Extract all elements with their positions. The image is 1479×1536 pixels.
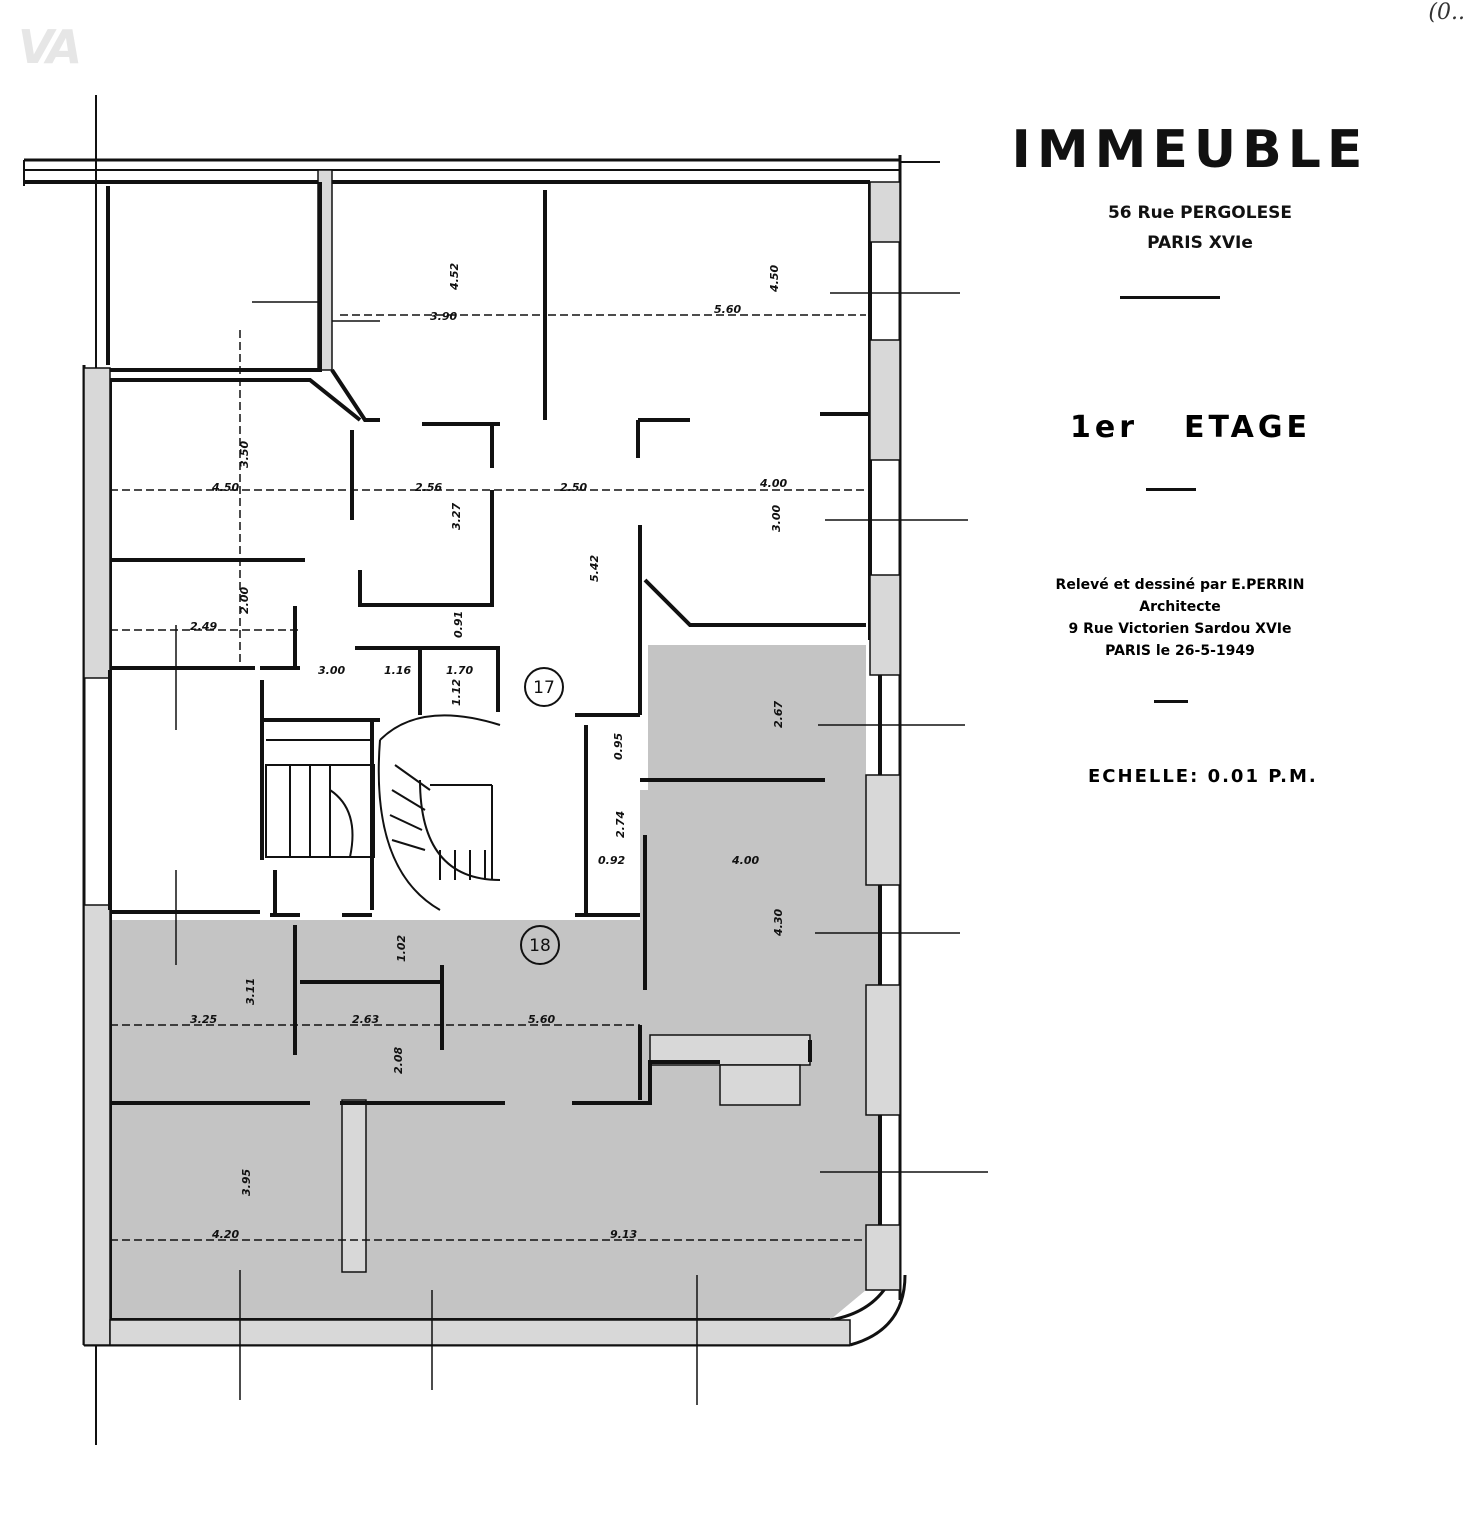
dim-label: 2.63 <box>352 1013 379 1026</box>
dim-label: 4.50 <box>768 265 781 293</box>
dim-label: 4.52 <box>448 263 461 291</box>
credit-address: 9 Rue Victorien Sardou XVIe <box>1068 621 1292 637</box>
floor-number: 1er <box>1070 410 1138 445</box>
dim-label: 4.20 <box>211 1228 239 1241</box>
dim-label: 5.60 <box>714 303 741 316</box>
room-17-marker: 17 <box>524 667 564 707</box>
dim-label: 2.56 <box>415 481 442 494</box>
dimension-lines <box>110 314 866 1241</box>
dim-label: 3.90 <box>430 310 457 323</box>
dim-label: 1.16 <box>384 664 411 677</box>
dim-label: 3.95 <box>240 1169 253 1196</box>
room-number: 17 <box>533 678 555 698</box>
dim-label: 0.91 <box>452 611 465 638</box>
dim-label: 3.27 <box>450 503 463 530</box>
dim-label: 3.11 <box>244 978 257 1005</box>
dim-label: 4.00 <box>759 477 787 490</box>
dim-label: 1.12 <box>450 679 463 706</box>
dim-label: 2.49 <box>190 620 217 633</box>
dim-label: 4.00 <box>731 854 759 867</box>
scale-note: ECHELLE: 0.01 P.M. <box>1088 766 1318 787</box>
credit-underline <box>1154 700 1188 703</box>
watermark-logo: VA <box>18 20 82 74</box>
dim-label: 1.70 <box>446 664 473 677</box>
dim-label: 2.50 <box>560 481 587 494</box>
dim-label: 4.30 <box>772 909 785 937</box>
extension-lines <box>95 292 988 1445</box>
dim-label: 3.50 <box>238 441 251 468</box>
interior-walls <box>106 182 870 1105</box>
dimension-labels: 4.52 3.90 4.50 5.60 3.50 4.50 2.56 3.27 … <box>190 263 787 1241</box>
dim-label: 9.13 <box>610 1228 637 1241</box>
credit-author: Relevé et dessiné par E.PERRIN <box>1055 577 1305 593</box>
dim-label: 5.60 <box>528 1013 555 1026</box>
title-block: IMMEUBLE 56 Rue PERGOLESE PARIS XVIe <box>990 120 1410 258</box>
title-underline <box>1120 296 1220 299</box>
dim-label: 3.25 <box>190 1013 217 1026</box>
room-number: 18 <box>529 936 551 956</box>
staircase <box>265 714 501 911</box>
floor-label: ETAGE <box>1184 410 1311 445</box>
wall-hatching <box>83 169 901 1346</box>
level-underline <box>1146 488 1196 491</box>
dim-label: 4.50 <box>211 481 239 494</box>
credit-block: Relevé et dessiné par E.PERRIN Architect… <box>1030 574 1330 662</box>
corner-annotation: (0.. <box>1428 0 1465 25</box>
address-street: 56 Rue PERGOLESE <box>1107 203 1293 223</box>
dim-label: 0.95 <box>612 733 625 760</box>
dim-label: 2.00 <box>238 587 251 614</box>
dim-label: 1.02 <box>395 935 408 962</box>
address-city: PARIS XVIe <box>1147 233 1253 253</box>
dim-label: 0.92 <box>598 854 625 867</box>
dim-label: 5.42 <box>588 555 601 582</box>
credit-date: PARIS le 26-5-1949 <box>1105 643 1255 659</box>
dim-label: 3.00 <box>770 505 783 532</box>
drawing-title: IMMEUBLE <box>1011 120 1369 180</box>
dim-label: 2.67 <box>772 701 785 728</box>
room-18-marker: 18 <box>520 925 560 965</box>
dim-label: 3.00 <box>318 664 345 677</box>
credit-role: Architecte <box>1139 599 1221 615</box>
floor-number-text: 1er <box>1070 410 1139 445</box>
dim-label: 2.08 <box>392 1047 405 1074</box>
shaded-unit-area <box>110 645 880 1320</box>
dim-label: 2.74 <box>614 811 627 838</box>
